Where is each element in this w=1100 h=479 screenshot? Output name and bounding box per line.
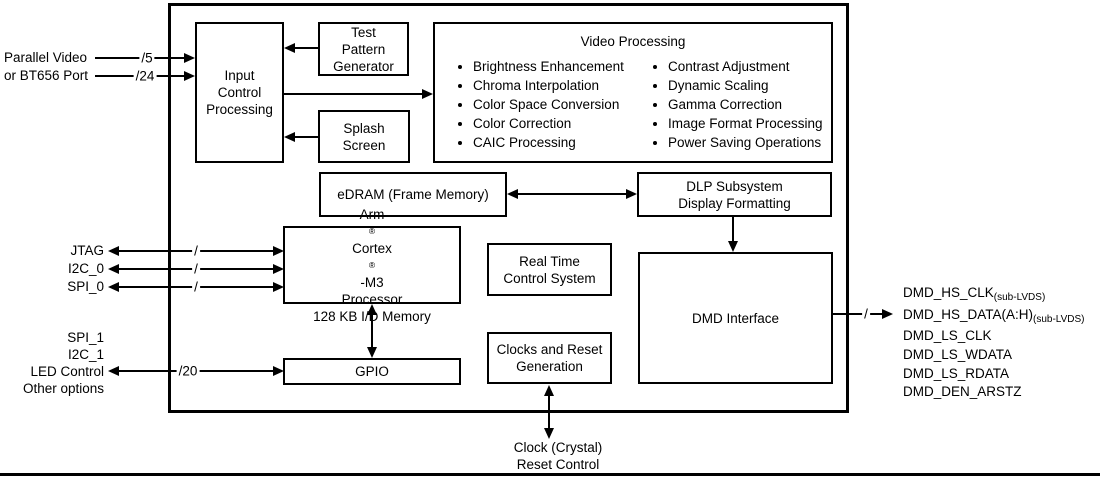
- arrowhead-left-icon: [284, 132, 295, 142]
- box-label-line: GPIO: [355, 364, 389, 379]
- box-label-line: Processor: [341, 291, 403, 307]
- box-label-line: Clocks and Reset: [496, 342, 603, 357]
- box-label-line: Processing: [206, 102, 273, 117]
- registered-trademark-icon: ®: [368, 225, 376, 236]
- edram-frame-memory-box: eDRAM (Frame Memory): [319, 172, 507, 217]
- dmd-interface-box: DMD Interface: [638, 252, 833, 384]
- splash-screen-box: Splash Screen: [318, 110, 410, 163]
- arrowhead-left-icon: [108, 366, 119, 376]
- registered-trademark-icon: ®: [368, 259, 376, 270]
- i2c0-label: I2C_0: [67, 261, 104, 276]
- box-label-line: Real Time: [519, 253, 580, 269]
- box-label-line: Pattern: [341, 41, 386, 57]
- dmd-pin-label: DMD_DEN_ARSTZ: [903, 384, 1022, 399]
- gpio-box: GPIO: [283, 358, 461, 385]
- arrowhead-right-icon: [882, 309, 893, 319]
- arrowhead-left-icon: [108, 264, 119, 274]
- dlp-subsystem-display-formatting-box: DLP Subsystem Display Formatting: [637, 172, 832, 217]
- dmd-pin-label: DMD_HS_DATA(A:H)(sub-LVDS): [903, 307, 1085, 325]
- bus-slash-label: /: [192, 243, 200, 259]
- video-processing-item: Image Format Processing: [668, 114, 823, 133]
- video-processing-title: Video Processing: [580, 34, 686, 49]
- box-label-line: Generation: [516, 359, 583, 374]
- box-label-line: Splash: [343, 120, 385, 136]
- arrowhead-up-icon: [367, 304, 377, 315]
- video-processing-item: Power Saving Operations: [668, 133, 823, 152]
- bus-slash-label: /: [192, 279, 200, 295]
- arrowhead-down-icon: [367, 347, 377, 358]
- parallel-video-label: Parallel Video or BT656 Port: [4, 50, 89, 83]
- box-label-line: DLP Subsystem: [686, 178, 783, 194]
- video-processing-item: Color Correction: [473, 114, 624, 133]
- bus-width-label: /5: [139, 50, 155, 66]
- video-processing-item: Gamma Correction: [668, 95, 823, 114]
- arrowhead-left-icon: [108, 246, 119, 256]
- dmd-pin-label: DMD_LS_WDATA: [903, 347, 1013, 362]
- arrowhead-left-icon: [507, 189, 518, 199]
- box-label-line: Test: [351, 24, 376, 40]
- arm-cortex-m3-processor-box: Arm® Cortex®-M3 Processor 128 KB I/D Mem…: [283, 207, 461, 324]
- serial-port-labels: JTAG I2C_0 SPI_0: [30, 242, 104, 296]
- jtag-label: JTAG: [70, 243, 105, 258]
- test-pattern-generator-box: Test Pattern Generator: [318, 22, 409, 76]
- box-label-line: Control System: [503, 270, 596, 286]
- video-processing-item: Contrast Adjustment: [668, 57, 823, 76]
- box-label-line: Input: [224, 68, 255, 83]
- bus-slash-label: /: [192, 261, 200, 277]
- box-label-line: Display Formatting: [678, 195, 791, 211]
- bus-slash-label: /: [862, 306, 870, 322]
- dmd-pin-label: DMD_LS_CLK: [903, 328, 992, 343]
- video-processing-item: CAIC Processing: [473, 133, 624, 152]
- video-processing-item: Brightness Enhancement: [473, 57, 624, 76]
- dmd-pin-label: DMD_HS_CLK(sub-LVDS): [903, 285, 1046, 303]
- arrowhead-right-icon: [184, 53, 195, 63]
- video-processing-right-list: Contrast Adjustment Dynamic Scaling Gamm…: [652, 57, 823, 152]
- dmd-pin-label: DMD_LS_RDATA: [903, 366, 1010, 381]
- video-processing-box: Video Processing Brightness Enhancement …: [433, 22, 833, 163]
- box-label-line: Screen: [342, 137, 386, 153]
- video-processing-item: Dynamic Scaling: [668, 76, 823, 95]
- arrowhead-right-icon: [273, 282, 284, 292]
- connector-arm-gpio: [371, 313, 373, 349]
- video-processing-left-list: Brightness Enhancement Chroma Interpolat…: [457, 57, 624, 152]
- arrowhead-right-icon: [184, 71, 195, 81]
- connector-test-pattern-to-input: [295, 47, 318, 49]
- connector-splash-to-input: [295, 136, 318, 138]
- clocks-and-reset-generation-box: Clocks and Reset Generation: [487, 332, 612, 384]
- bus-width-label: /20: [176, 363, 200, 379]
- box-label-line: eDRAM (Frame Memory): [337, 187, 489, 202]
- input-control-processing-box: Input Control Processing: [195, 22, 284, 163]
- arrowhead-left-icon: [284, 43, 295, 53]
- box-label-line: Generator: [333, 58, 394, 74]
- box-label-line: Arm® Cortex®-M3: [352, 206, 392, 290]
- bus-width-label: /24: [133, 68, 157, 84]
- arrowhead-right-icon: [273, 366, 284, 376]
- connector-dmd-output: [833, 313, 883, 315]
- spi0-label: SPI_0: [67, 279, 104, 294]
- connector-clock-reset: [548, 394, 550, 429]
- arrowhead-right-icon: [273, 264, 284, 274]
- arrowhead-down-icon: [544, 428, 554, 439]
- clock-crystal-label: Clock (Crystal) Reset Control: [513, 440, 603, 472]
- arrowhead-up-icon: [544, 385, 554, 396]
- real-time-control-system-box: Real Time Control System: [487, 243, 612, 296]
- box-label-line: DMD Interface: [691, 310, 780, 326]
- video-processing-item: Color Space Conversion: [473, 95, 624, 114]
- controller-outline: [168, 3, 849, 413]
- gpio-function-labels: SPI_1 I2C_1 LED Control Other options: [22, 330, 104, 396]
- arrowhead-right-icon: [626, 189, 637, 199]
- arrowhead-right-icon: [273, 246, 284, 256]
- connector-dlp-to-dmd: [732, 217, 734, 242]
- video-processing-item: Chroma Interpolation: [473, 76, 624, 95]
- arrowhead-right-icon: [422, 89, 433, 99]
- bottom-rule: [0, 473, 1100, 476]
- arrowhead-left-icon: [108, 282, 119, 292]
- box-label-line: Control: [217, 85, 262, 100]
- arrowhead-down-icon: [728, 241, 738, 252]
- connector-edram-dlp: [518, 193, 626, 195]
- connector-input-to-video: [284, 93, 422, 95]
